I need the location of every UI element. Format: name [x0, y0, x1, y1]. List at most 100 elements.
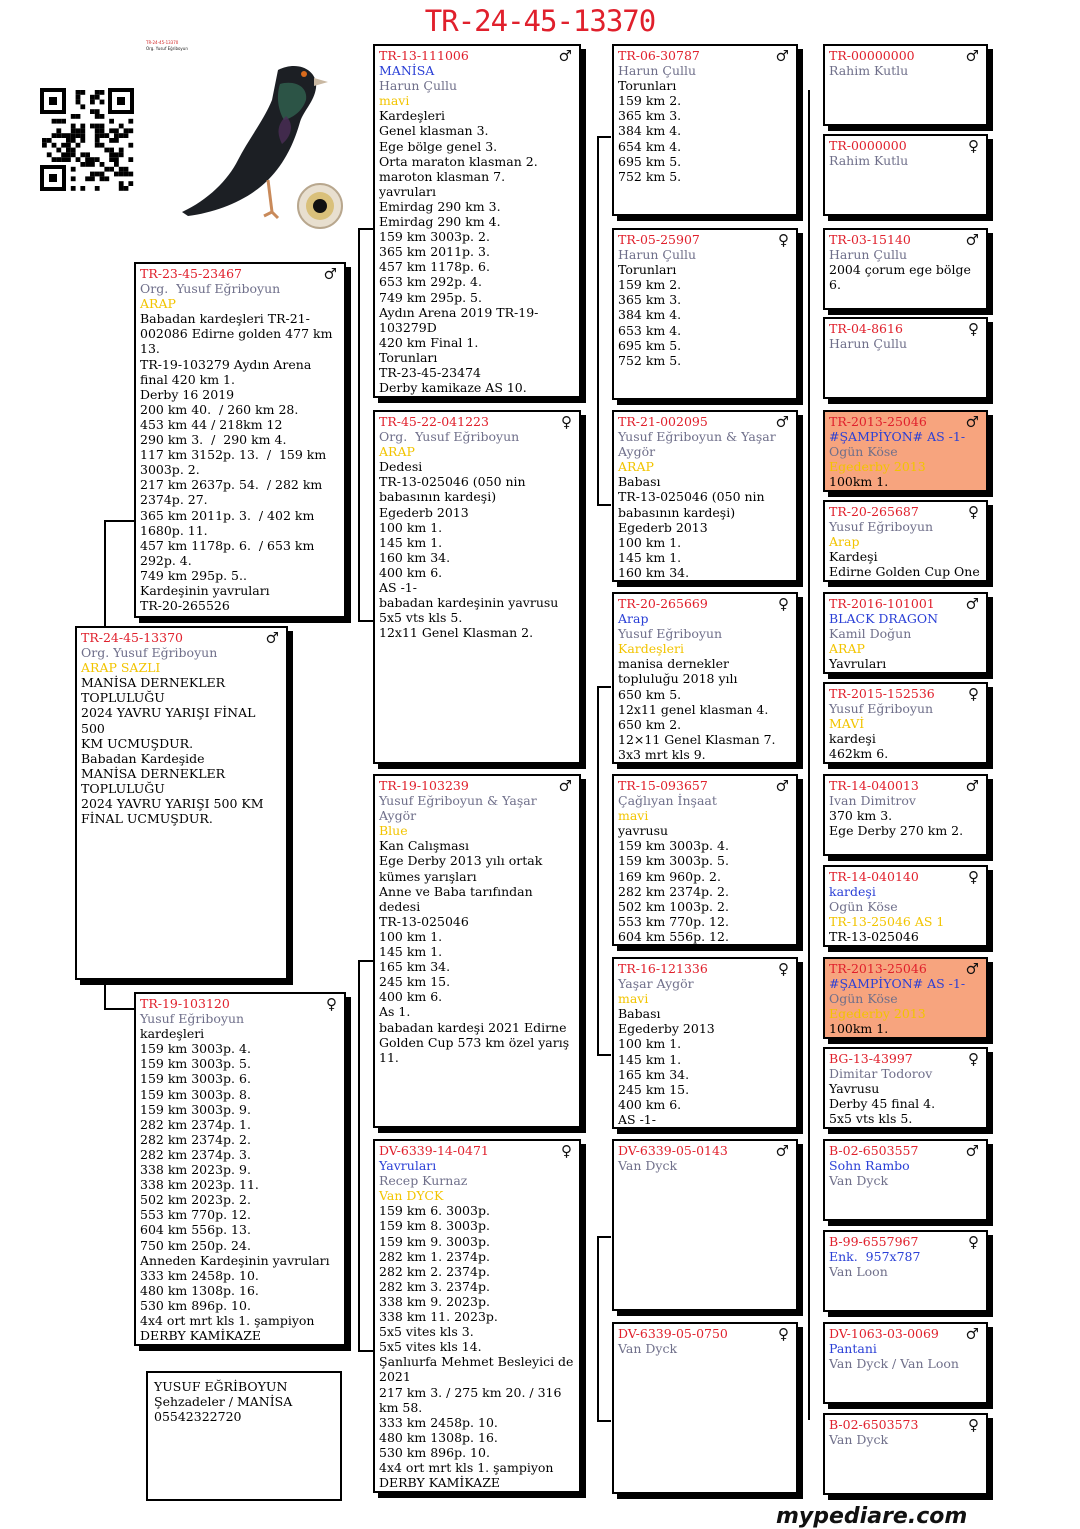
- card-text-line: Rahim Kutlu: [829, 63, 982, 78]
- card-text-line: 749 km 295p. 5.: [379, 290, 575, 305]
- female-symbol-icon: ♀: [968, 1418, 979, 1433]
- card-text-line: AS -1-: [618, 1112, 792, 1127]
- card-text-line: 245 km 15.: [379, 974, 575, 989]
- card-text-line: Yusuf Eğriboyun & Yaşar: [618, 429, 792, 444]
- card-text-line: Kardeşi: [829, 549, 982, 564]
- card-text-line: 749 km 295p. 5..: [140, 568, 340, 583]
- card-text-line: Van Dyck: [618, 1158, 792, 1173]
- card-text-line: 654 km 4.: [618, 139, 792, 154]
- card-text-line: Pantani: [829, 1341, 982, 1356]
- pedigree-card-dds[interactable]: DV-6339-05-0143♂Van Dyck: [612, 1139, 798, 1311]
- card-text-line: 750 km 250p. 24.: [140, 1238, 340, 1253]
- card-text-line: TR-13-025046: [829, 929, 982, 944]
- card-text-line: Genel klasman 3.: [379, 123, 575, 138]
- card-text-line: 480 km 1308p. 16.: [379, 1430, 575, 1445]
- card-text-line: 11.: [379, 1050, 575, 1065]
- card-text-line: Ogün Köse: [829, 899, 982, 914]
- ring-number: TR-15-093657: [618, 778, 792, 793]
- pedigree-card-g5[interactable]: TR-2013-25046♂#ŞAMPİYON# AS -1-Ogün Köse…: [823, 410, 988, 492]
- card-text-line: 400 km 6.: [618, 1097, 792, 1112]
- card-text-line: 12x11 Genel Klasman 2.: [379, 625, 575, 640]
- male-symbol-icon: ♂: [966, 233, 979, 248]
- card-text-line: dedesi: [379, 899, 575, 914]
- card-text-line: Anne ve Baba tarıfından: [379, 884, 575, 899]
- pedigree-card-g1[interactable]: TR-00000000♂Rahim Kutlu: [823, 44, 988, 126]
- card-text-line: Kardeşleri: [618, 641, 792, 656]
- ring-number: TR-20-265669: [618, 596, 792, 611]
- card-text-line: ARAP SAZLI: [81, 660, 282, 675]
- card-text-line: Egederby 2013: [618, 1021, 792, 1036]
- card-text-line: Derby 45 final 4.: [829, 1096, 982, 1111]
- card-text-line: Kan Calışması: [379, 838, 575, 853]
- card-text-line: 365 km 2011p. 3. / 402 km: [140, 508, 340, 523]
- card-text-line: Van Dyck: [829, 1432, 982, 1447]
- pedigree-card-g16[interactable]: B-02-6503573♀Van Dyck: [823, 1413, 988, 1495]
- card-text-line: 2024 YAVRU YARIŞI FİNAL 500: [81, 705, 282, 735]
- female-symbol-icon: ♀: [968, 687, 979, 702]
- female-symbol-icon: ♀: [968, 505, 979, 520]
- ring-number: TR-2016-101001: [829, 596, 982, 611]
- card-text-line: Torunları: [618, 262, 792, 277]
- card-text-line: Egederb 2013: [379, 505, 575, 520]
- female-symbol-icon: ♀: [778, 233, 789, 248]
- card-text-line: Babadan kardeşleri TR-21-: [140, 311, 340, 326]
- card-text-line: 002086 Edirne golden 477 km: [140, 326, 340, 341]
- card-text-line: mavi: [618, 991, 792, 1006]
- card-text-line: kümes yarışları: [379, 869, 575, 884]
- pedigree-card-ddd[interactable]: DV-6339-05-0750♀Van Dyck: [612, 1322, 798, 1494]
- card-text-line: 159 km 3003p. 4.: [140, 1041, 340, 1056]
- pedigree-card-g2[interactable]: TR-0000000♀Rahim Kutlu: [823, 134, 988, 216]
- card-text-line: Yusuf Eğriboyun: [140, 1011, 340, 1026]
- card-text-line: Arap: [829, 534, 982, 549]
- card-text-line: 290 km 3. / 290 km 4.: [140, 432, 340, 447]
- card-text-line: yavrusu: [618, 823, 792, 838]
- pedigree-card-ds[interactable]: TR-19-103239♂Yusuf Eğriboyun & Yaşar Ayg…: [373, 774, 581, 1128]
- card-text-line: Yusuf Eğriboyun & Yaşar Aygör: [379, 793, 575, 823]
- card-text-line: Ege Derby 2013 yılı ortak: [379, 853, 575, 868]
- female-symbol-icon: ♀: [968, 1235, 979, 1250]
- card-text-line: Babadan Kardeşide: [81, 751, 282, 766]
- ring-number: TR-06-30787: [618, 48, 792, 63]
- card-text-line: 3003p. 2.: [140, 462, 340, 477]
- card-text-line: 282 km 2374p. 1.: [140, 1117, 340, 1132]
- card-text-line: TR-13-025046 (050 nin: [379, 474, 575, 489]
- bracket-line: [358, 960, 360, 1350]
- card-text-line: Aygör: [618, 444, 792, 459]
- card-text-line: 159 km 3003p. 4.: [618, 838, 792, 853]
- card-text-line: Edirne Golden Cup One: [829, 564, 982, 579]
- male-symbol-icon: ♂: [776, 49, 789, 64]
- card-text-line: TR-20-265526: [140, 598, 340, 613]
- pedigree-card-g4[interactable]: TR-04-8616♀Harun Çullu: [823, 317, 988, 399]
- card-text-line: 502 km 2023p. 2.: [140, 1192, 340, 1207]
- brand-watermark[interactable]: mypediare.com: [776, 1504, 967, 1529]
- pedigree-card-g11[interactable]: TR-2013-25046♂#ŞAMPİYON# AS -1-Ogün Köse…: [823, 957, 988, 1039]
- ring-number: TR-45-22-041223: [379, 414, 575, 429]
- card-text-line: 5x5 vts kls 5.: [379, 610, 575, 625]
- bracket-line: [358, 228, 374, 230]
- card-text-line: 165 km 34.: [618, 1067, 792, 1082]
- ring-number: TR-20-265687: [829, 504, 982, 519]
- card-text-line: 400 km 6.: [379, 565, 575, 580]
